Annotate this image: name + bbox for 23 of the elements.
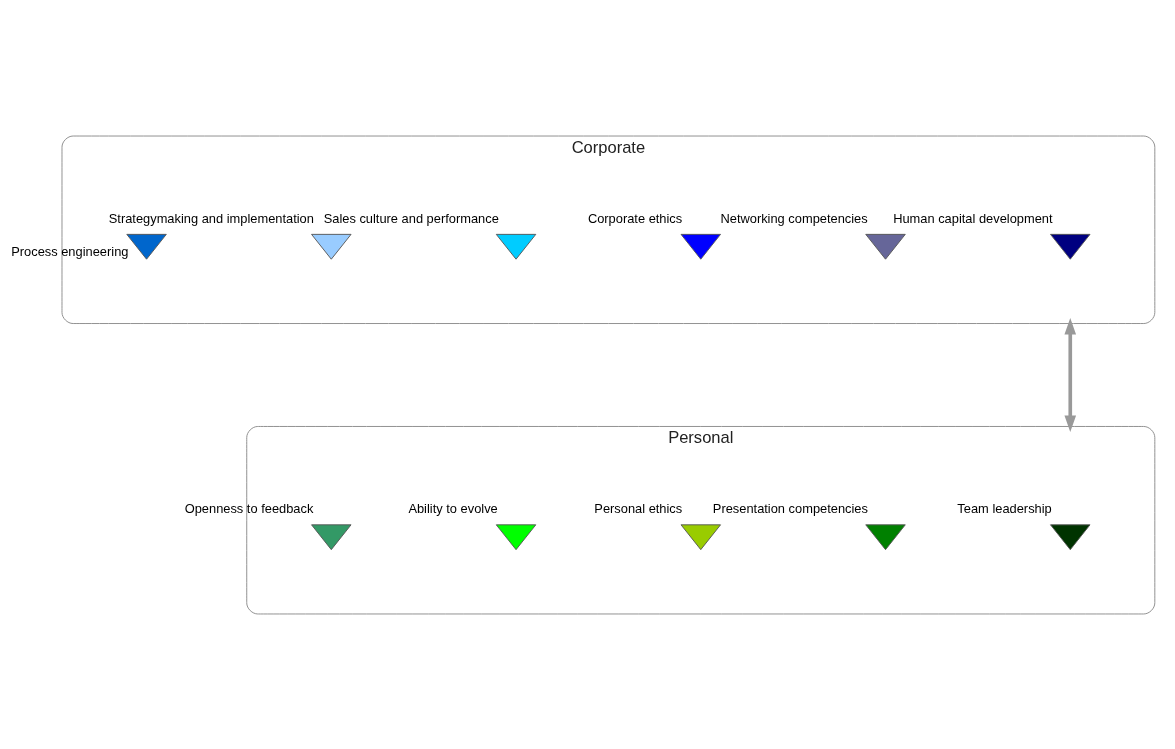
node-label: Sales culture and performance (323, 210, 499, 226)
node-slice (865, 233, 906, 260)
node-slice (1050, 523, 1091, 550)
node-slice (1050, 233, 1091, 260)
node-slice (680, 233, 721, 260)
node-label: Process engineering (11, 243, 129, 259)
node-label: Ability to evolve (408, 500, 498, 516)
node-label: Openness to feedback (184, 500, 314, 516)
node-slice (495, 523, 537, 550)
node-label: Strategymaking and implementation (108, 210, 314, 226)
node-label: Presentation competencies (712, 500, 868, 516)
node-label: Team leadership (957, 500, 1052, 516)
node-label: Corporate ethics (587, 210, 683, 226)
node-slice (495, 233, 537, 260)
node-slice (126, 233, 167, 260)
node-slice (680, 523, 721, 550)
node-label: Human capital development (893, 210, 1053, 226)
node-slice (311, 233, 352, 260)
node-label: Personal ethics (594, 500, 683, 516)
arrow (1064, 317, 1077, 432)
node-slice (311, 523, 352, 550)
node-slice (865, 523, 906, 550)
node-label: Networking competencies (720, 210, 868, 226)
